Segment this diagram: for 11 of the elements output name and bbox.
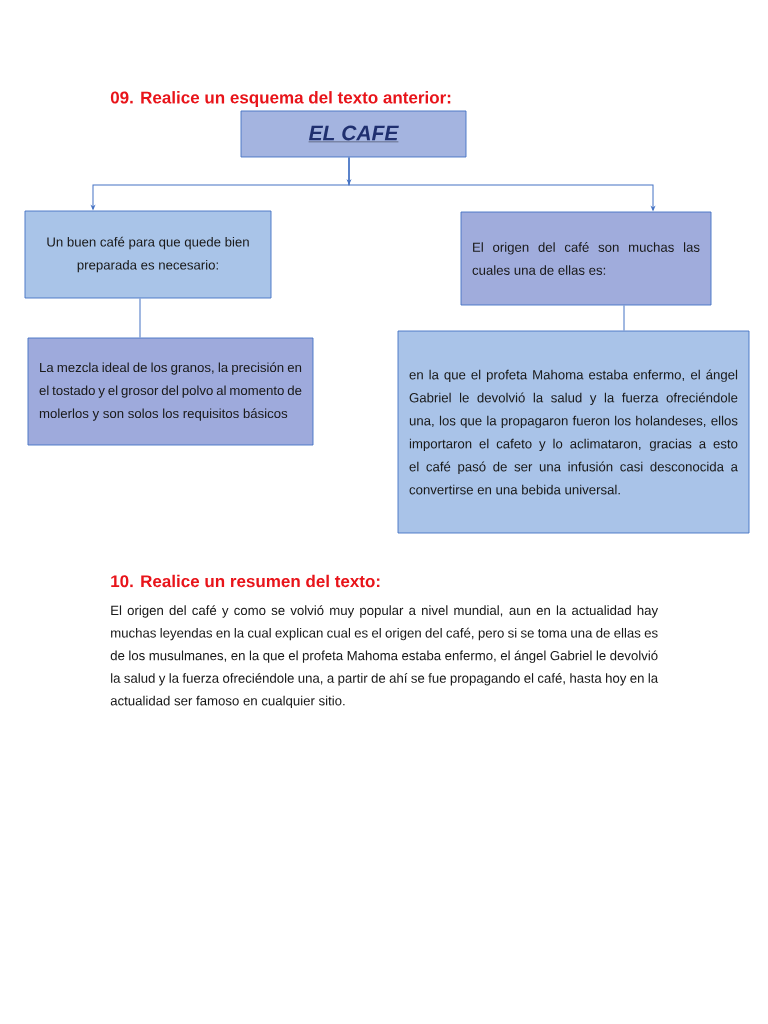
concept-box: La mezcla ideal de los granos, la precisión en el tostado y el grosor del polvo al momento de molerlos y son solos los requisitos básicos: [27, 337, 314, 446]
connector-arrow: [348, 156, 655, 211]
concept-box: El origen del café son muchas las cuales una de ellas es:: [460, 211, 712, 306]
connector-line: [623, 304, 625, 332]
concept-box: en la que el profeta Mahoma estaba enfermo, el ángel Gabriel le devolvió la salud y la fuerza ofreciéndole una, los que la propagaron fueron los holandeses, ellos importaron el cafeto y lo aclimataron, gracias a esto el café pasó de ser una infusión casi desconocida a convertirse en una bebida universal.: [397, 330, 750, 534]
heading: 09. Realice un esquema del texto anterior:: [110, 91, 451, 107]
connector-line: [139, 297, 141, 339]
concept-box: Un buen café para que quede bien preparada es necesario:: [24, 210, 272, 299]
heading: 10. Realice un resumen del texto:: [111, 574, 380, 588]
title-box: EL CAFE: [240, 110, 467, 158]
paragraph: El origen del café y como se volvió muy popular a nivel mundial, aun en la actualidad hay muchas leyendas en la cual explican cual es el origen del café, pero si se toma una de ellas es de los musulmanes, en la que el profeta Mahoma estaba enfermo, el ángel Gabriel le devolvió la salud y la fuerza ofreciéndole una, a partir de ahí se fue propagando el café, hasta hoy en la actualidad ser famoso en cualquier sitio.: [110, 605, 659, 709]
